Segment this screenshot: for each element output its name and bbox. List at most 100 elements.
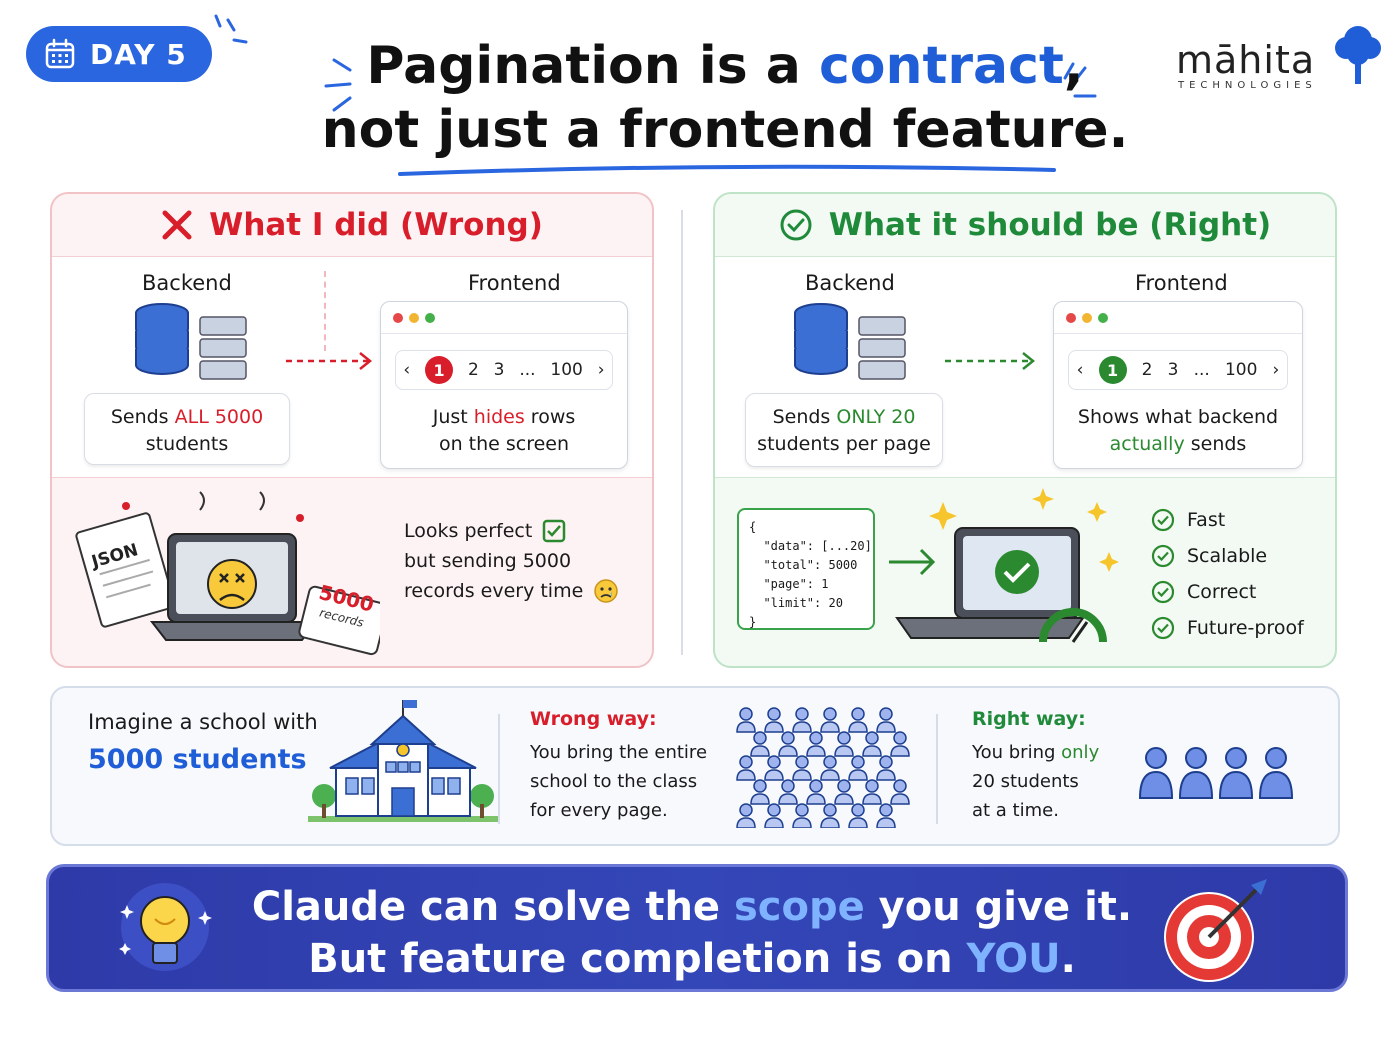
right-backend-label: Backend (805, 271, 895, 295)
right-way-title: Right way: (972, 708, 1086, 730)
crowd-person (736, 755, 756, 781)
burst-right-icon (1063, 62, 1097, 98)
pager-next[interactable]: › (597, 360, 605, 380)
benefit-item: Correct (1151, 574, 1304, 610)
takeaway-highlight: YOU (966, 936, 1061, 982)
right-flow: Backend Frontend Sends ONLY 20 students … (715, 256, 1335, 478)
pager-prev[interactable]: ‹ (1076, 360, 1084, 380)
right-way-line: at a time. (972, 800, 1059, 821)
maximize-dot-icon (1098, 312, 1108, 323)
arrow-right-dashed-icon (286, 352, 373, 370)
wrong-heading: What I did (Wrong) (52, 194, 652, 256)
logo-name: māhita (1176, 38, 1316, 82)
pager-page-3[interactable]: 3 (493, 360, 505, 380)
pager-page-1[interactable]: 1 (1098, 356, 1127, 384)
wrong-frontend-label: Frontend (468, 271, 561, 295)
wrong-dashed-sep (324, 271, 326, 351)
crowd-person (806, 779, 826, 805)
logo-sub: TECHNOLOGIES (1178, 80, 1317, 91)
sad-laptop-illustration: JSON (75, 491, 380, 656)
note-text-2: students per page (757, 433, 931, 455)
pager-page-2[interactable]: 2 (467, 360, 479, 380)
crowd-person (876, 755, 896, 781)
pager-page-3[interactable]: 3 (1167, 360, 1179, 380)
pager-page-1[interactable]: 1 (425, 356, 454, 384)
cap-text-2: on the screen (438, 433, 570, 455)
crowd-person (862, 779, 882, 805)
benefit-label: Future-proof (1187, 617, 1304, 639)
check-circle-icon (1151, 508, 1175, 532)
crowd-person (778, 731, 798, 757)
wrong-way-line: You bring the entire (530, 742, 708, 763)
json-line: "total": 5000 (749, 558, 858, 572)
wrong-way-line: for every page. (530, 800, 668, 821)
benefit-item: Future-proof (1151, 610, 1304, 646)
crowd-person (806, 731, 826, 757)
pager-page-last[interactable]: 100 (550, 360, 583, 380)
page-title: Pagination is a contract, not just a fro… (250, 34, 1200, 162)
arrow-right-dashed-icon (945, 352, 1036, 370)
strip-separator (498, 714, 500, 824)
cap-highlight: hides (473, 406, 525, 428)
cross-icon (162, 210, 192, 240)
close-dot-icon (1066, 312, 1076, 323)
crowd-person (792, 755, 812, 781)
crowd-person (778, 779, 798, 805)
crowd-person (820, 707, 840, 733)
crowd-person (890, 779, 910, 805)
wrong-way-text: You bring the entire school to the class… (530, 738, 707, 825)
wrong-frontend-note: Just hides rows on the screen (381, 404, 627, 458)
crowd-person (820, 803, 840, 828)
wrong-way-line: school to the class (530, 771, 698, 792)
takeaway-line: . (1060, 936, 1076, 982)
title-line2: not just a frontend feature. (321, 100, 1129, 160)
json-line: "limit": 20 (749, 596, 843, 610)
pager-next[interactable]: › (1272, 360, 1280, 380)
crowd-person (820, 755, 840, 781)
tree-icon (1335, 26, 1381, 84)
day-badge: DAY 5 (26, 26, 212, 82)
happy-laptop-illustration (889, 488, 1119, 643)
benefit-item: Scalable (1151, 538, 1304, 574)
note-highlight: ALL 5000 (174, 406, 264, 428)
crowd-person (792, 707, 812, 733)
crowd-person (848, 707, 868, 733)
right-way-highlight: only (1061, 742, 1100, 763)
panel-divider (681, 210, 683, 655)
target-icon (1164, 879, 1267, 982)
cap-text-b: rows (524, 406, 576, 428)
title-underline (398, 164, 1056, 176)
check-circle-icon (1151, 616, 1175, 640)
right-frontend-label: Frontend (1135, 271, 1228, 295)
database-server-icon (135, 303, 247, 380)
right-way-line: You bring (972, 742, 1062, 763)
right-summary-box: { "data": [...20] "total": 5000 "page": … (715, 478, 1335, 666)
burst-icon (214, 14, 248, 44)
pager-page-2[interactable]: 2 (1141, 360, 1153, 380)
check-circle-icon (1151, 544, 1175, 568)
cap-text: Just (432, 406, 474, 428)
wrong-panel: What I did (Wrong) Backend Frontend Send… (50, 192, 654, 668)
summary-line-1: Looks perfect (404, 520, 533, 542)
benefit-item: Fast (1151, 502, 1304, 538)
summary-line-2: but sending 5000 (404, 550, 572, 572)
takeaway-line: you give it. (864, 884, 1133, 930)
close-dot-icon (393, 312, 403, 323)
takeaway-banner: Claude can solve the scope you give it. … (46, 864, 1348, 992)
wrong-pagination: ‹ 1 2 3 ... 100 › (395, 350, 613, 390)
right-browser-window: ‹ 1 2 3 ... 100 › Shows what backend act… (1053, 301, 1303, 469)
crowd-person (736, 803, 756, 828)
crowd-person (848, 803, 868, 828)
sad-face-icon (594, 579, 619, 603)
right-heading-text: What it should be (Right) (828, 207, 1272, 243)
right-backend-note: Sends ONLY 20 students per page (745, 393, 943, 467)
wrong-backend-note: Sends ALL 5000 students (84, 393, 290, 465)
right-way-text: You bring only 20 students at a time. (972, 738, 1099, 825)
right-pagination: ‹ 1 2 3 ... 100 › (1068, 350, 1288, 390)
company-logo: māhita TECHNOLOGIES (1170, 38, 1385, 98)
lightbulb-icon (119, 883, 212, 971)
benefit-label: Correct (1187, 581, 1257, 603)
pager-prev[interactable]: ‹ (403, 360, 411, 380)
pager-page-last[interactable]: 100 (1224, 360, 1258, 380)
crowd-person (792, 803, 812, 828)
